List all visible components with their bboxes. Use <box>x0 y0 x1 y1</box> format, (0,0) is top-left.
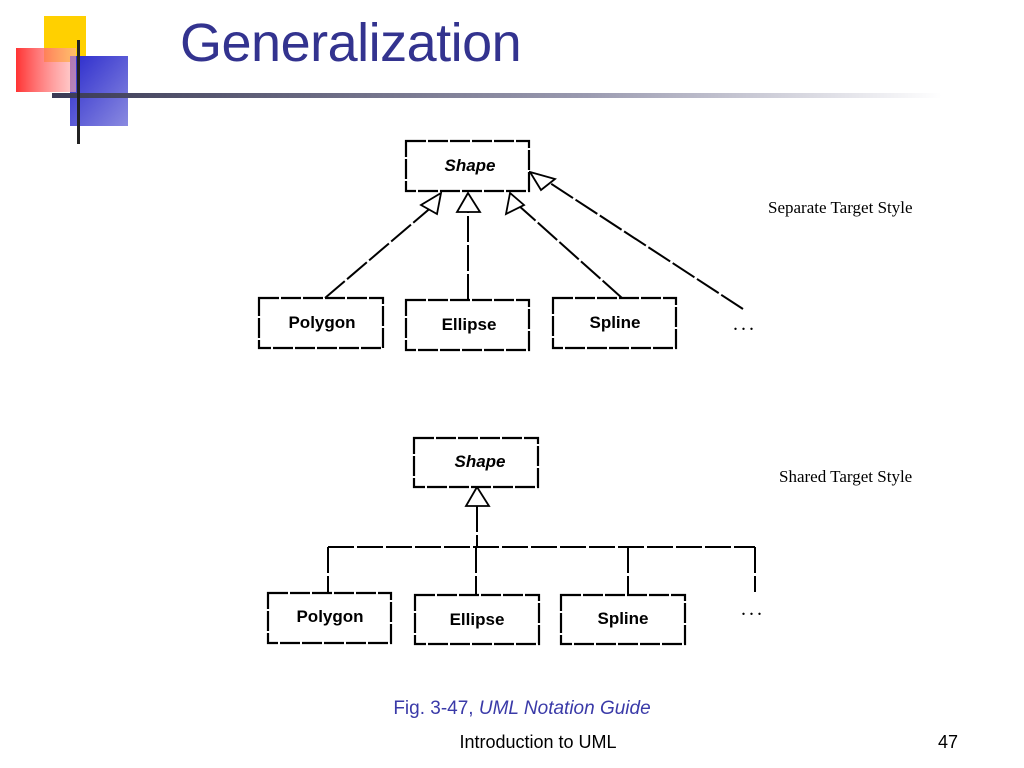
bottom-ellipse-box: Ellipse <box>413 593 541 646</box>
top-ellipse-label: Ellipse <box>442 315 497 334</box>
bottom-polygon-box: Polygon <box>266 591 393 645</box>
bottom-spline-label: Spline <box>597 609 648 628</box>
top-spline-label: Spline <box>589 313 640 332</box>
figure-caption: Fig. 3-47, UML Notation Guide <box>0 698 1024 720</box>
deco-vertical-line <box>77 40 80 144</box>
top-ellipse-box: Ellipse <box>404 298 531 352</box>
deco-red-square <box>16 48 76 92</box>
top-polygon-label: Polygon <box>288 313 355 332</box>
arrowhead-spline <box>504 191 526 216</box>
generalization-line-spline <box>517 204 623 299</box>
separate-target-diagram: Shape Polygon Ellipse Spline ... Separat… <box>257 139 913 352</box>
separate-target-label: Separate Target Style <box>768 198 913 217</box>
slide-footer: Introduction to UML <box>459 732 617 752</box>
bottom-ellipse-label: Ellipse <box>450 610 505 629</box>
corner-decoration <box>16 16 942 144</box>
deco-horizontal-line <box>52 93 942 98</box>
shared-target-diagram: Shape Polygon Ellipse Spline ... Shared … <box>266 436 912 646</box>
bottom-spline-box: Spline <box>559 593 687 646</box>
generalization-line-polygon <box>324 204 435 299</box>
top-shape-box: Shape <box>404 139 531 193</box>
page-number: 47 <box>938 732 959 752</box>
shared-target-label: Shared Target Style <box>779 467 912 486</box>
bottom-polygon-label: Polygon <box>296 607 363 626</box>
arrowhead-more <box>528 170 557 192</box>
shared-arrowhead <box>464 485 491 507</box>
top-ellipsis: ... <box>733 313 757 335</box>
caption-prefix: Fig. 3-47, <box>393 698 479 719</box>
bottom-ellipsis: ... <box>741 598 765 620</box>
top-spline-box: Spline <box>551 296 678 350</box>
top-polygon-box: Polygon <box>257 296 385 350</box>
generalization-line-more <box>549 182 744 310</box>
slide-title: Generalization <box>180 13 522 73</box>
arrowhead-ellipse <box>455 191 482 213</box>
arrowhead-polygon <box>419 191 443 216</box>
top-shape-label: Shape <box>444 156 495 175</box>
bottom-shape-label: Shape <box>454 452 505 471</box>
bottom-shape-box: Shape <box>412 436 540 489</box>
caption-source: UML Notation Guide <box>478 698 651 719</box>
